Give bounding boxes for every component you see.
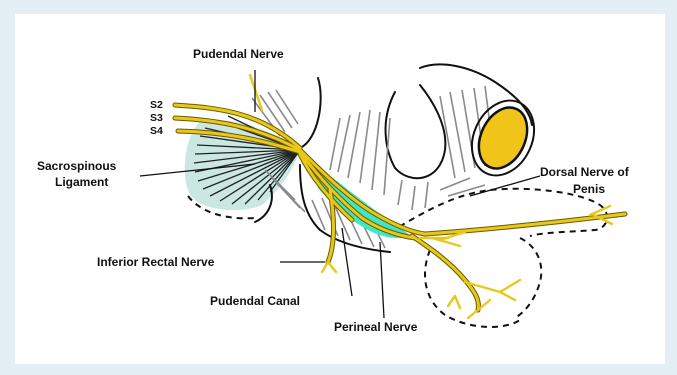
label-dorsal-line2: Penis	[573, 182, 605, 196]
label-dorsal-line1: Dorsal Nerve of	[540, 165, 630, 179]
label-pudendal-nerve: Pudendal Nerve	[193, 47, 284, 61]
label-pudendal-canal: Pudendal Canal	[210, 294, 300, 308]
label-s2: S2	[150, 99, 163, 111]
label-sacrospinous-line1: Sacrospinous	[37, 159, 117, 173]
label-perineal-nerve: Perineal Nerve	[334, 320, 418, 334]
label-inferior-rectal-nerve: Inferior Rectal Nerve	[97, 255, 215, 269]
label-s4: S4	[150, 125, 163, 137]
label-sacrospinous-line2: Ligament	[55, 175, 108, 189]
label-s3: S3	[150, 112, 163, 124]
